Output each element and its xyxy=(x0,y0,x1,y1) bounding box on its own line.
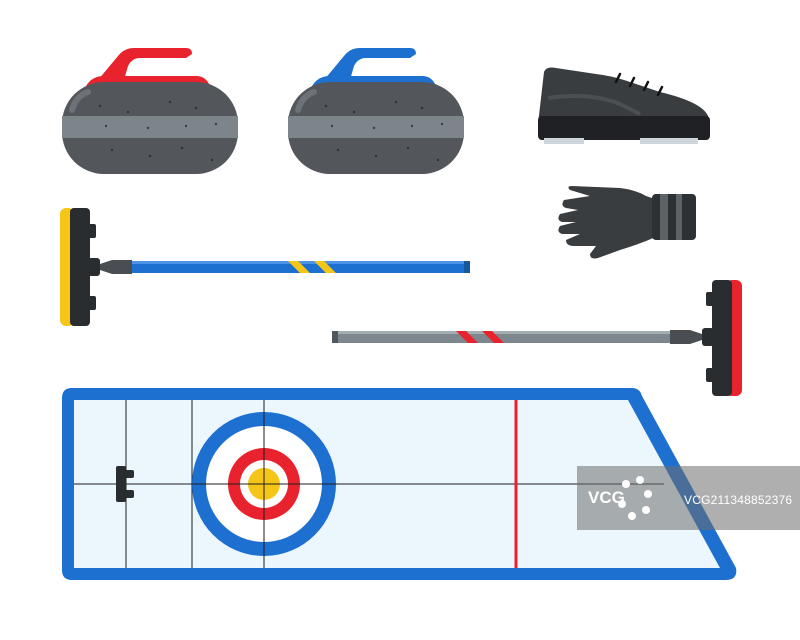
curling-glove xyxy=(558,186,696,259)
curling-broom-red xyxy=(332,280,742,396)
shoe-slider-toe xyxy=(640,138,698,144)
stone-red-handle xyxy=(98,48,192,80)
watermark-band xyxy=(577,466,800,530)
broom-red-head xyxy=(712,280,732,396)
watermark-logo: VCG xyxy=(588,488,625,507)
curling-shoe xyxy=(538,67,710,144)
shoe-sole xyxy=(538,116,710,140)
glove-hand xyxy=(558,186,658,259)
stone-red-band xyxy=(62,116,238,138)
curling-broom-yellow xyxy=(60,208,470,326)
shoe-laces xyxy=(614,72,664,97)
curling-sheet xyxy=(62,388,737,580)
watermark-id: VCG211348852376 xyxy=(684,493,793,507)
house-target xyxy=(192,412,336,556)
curling-stone-red xyxy=(62,48,238,174)
stone-blue-band xyxy=(288,116,464,138)
watermark-logo-icon xyxy=(618,476,652,520)
curling-stone-blue xyxy=(288,48,464,174)
stone-blue-handle xyxy=(324,48,416,80)
broom-yellow-head xyxy=(70,208,90,326)
shoe-slider-heel xyxy=(544,138,584,144)
glove-cuff xyxy=(652,194,696,240)
hack xyxy=(116,466,134,502)
shoe-upper xyxy=(538,67,708,124)
